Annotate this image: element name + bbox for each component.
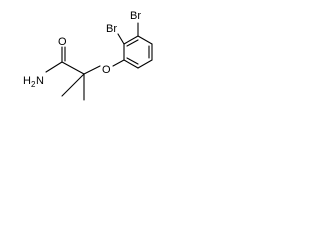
ring-bond-3 <box>137 35 153 45</box>
bromine-label-1: Br <box>106 23 117 35</box>
amide-nitrogen-subscript: 2 <box>31 80 36 89</box>
amide-nitrogen-n-label: N <box>36 75 44 87</box>
carbonyl-oxygen-label: O <box>58 36 67 48</box>
bond-ether-o-to-ring <box>112 59 125 67</box>
bonds <box>45 22 153 101</box>
bond-quaternary-methyl-left <box>61 73 85 97</box>
structural-formula: O H 2 N O Br Br <box>23 10 153 101</box>
bond-c-nh2 <box>45 61 63 73</box>
bond-quaternary-to-ether-o <box>83 65 101 75</box>
ring-inner-bond-c <box>126 57 139 65</box>
amide-nitrogen-h-label: H <box>23 75 31 87</box>
ring-bond-2 <box>123 35 139 45</box>
atom-labels: O H 2 N O Br Br <box>23 10 141 89</box>
ether-oxygen-label: O <box>102 64 111 76</box>
bond-ring-to-br-1 <box>117 33 125 45</box>
ring-inner-bond-a <box>126 39 139 47</box>
bromine-label-2: Br <box>130 10 141 22</box>
ring-bond-6 <box>123 59 139 69</box>
ring-bond-5 <box>137 59 153 69</box>
bond-carbonyl-to-quaternary <box>61 61 85 75</box>
